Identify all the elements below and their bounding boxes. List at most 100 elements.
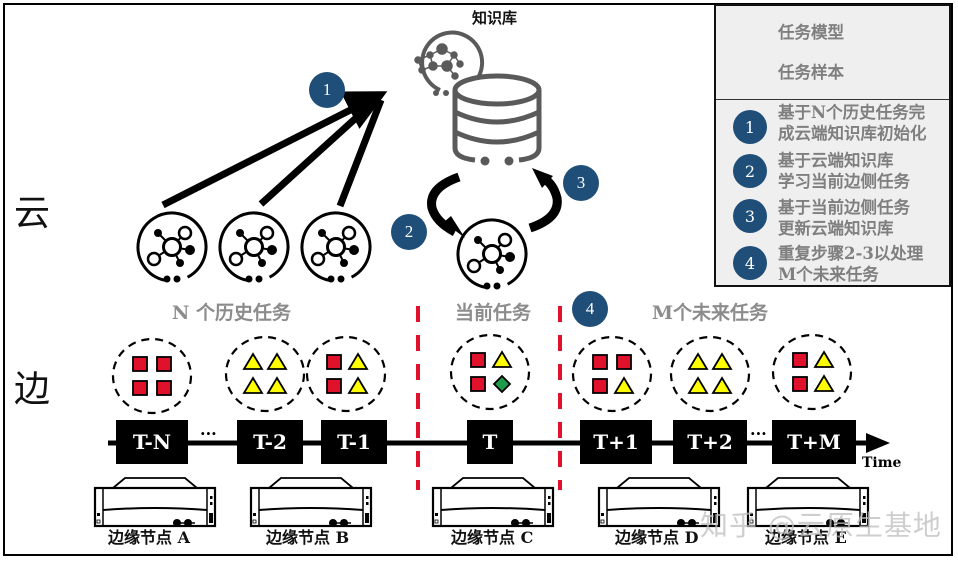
history-tasks-label: N 个历史任务 (172, 302, 291, 324)
time-box-t: T (467, 420, 513, 464)
task-sample-triangle-icon (242, 376, 264, 394)
legend-step-badge-3: 3 (733, 199, 767, 233)
task-sample-cluster-t (449, 333, 531, 411)
task-sample-triangle-icon (711, 376, 733, 394)
step-badge-2: 2 (391, 214, 427, 250)
task-sample-square-icon (592, 354, 608, 370)
cluster-dashed-outline (449, 333, 531, 411)
task-sample-clusters (111, 333, 853, 415)
task-sample-triangle-icon (687, 352, 709, 370)
task-sample-cluster-t-2 (224, 335, 306, 413)
task-sample-triangle-icon (813, 350, 835, 368)
task-model-icon-history-1 (130, 205, 214, 289)
task-sample-triangle-icon (347, 352, 369, 370)
task-sample-triangle-icon (347, 376, 369, 394)
task-sample-square-icon (592, 378, 608, 394)
legend-step-2-line2: 学习当前边侧任务 (778, 172, 910, 191)
task-sample-square-icon (132, 380, 148, 396)
legend-step-badge-2: 2 (733, 154, 767, 188)
current-task-label: 当前任务 (455, 302, 532, 324)
cluster-dashed-outline (305, 335, 387, 413)
legend-step-badge-4: 4 (733, 246, 767, 280)
task-sample-triangle-icon (687, 376, 709, 394)
timeline-arrowhead-icon (866, 433, 890, 453)
task-sample-square-icon (792, 376, 808, 392)
timeline-ellipsis-future: ... (750, 420, 767, 439)
step-badge-3: 3 (563, 165, 599, 201)
time-box-t-plus-2: T+2 (673, 420, 747, 464)
legend-step-4-line1: 重复步骤2-3以处理 (778, 244, 924, 263)
edge-node-label-a: 边缘节点 A (108, 528, 190, 547)
legend-step-1-line2: 成云端知识库初始化 (778, 124, 927, 143)
task-sample-cluster-tplus-m (771, 333, 853, 411)
task-sample-square-icon (326, 378, 342, 394)
task-sample-square-icon (470, 352, 486, 368)
edge-node-label-c: 边缘节点 C (451, 528, 534, 547)
legend-divider (716, 99, 949, 100)
task-sample-square-icon (326, 354, 342, 370)
task-sample-square-icon (156, 356, 172, 372)
legend-step-4-line2: M个未来任务 (778, 265, 879, 284)
cluster-dashed-outline (571, 335, 653, 413)
task-sample-cluster-tplus-1 (571, 335, 653, 413)
cloud-side-label: 云 (14, 193, 51, 234)
edge-side-label: 边 (14, 369, 51, 410)
task-sample-cluster-t-n (111, 337, 193, 415)
diagram-frame (3, 3, 953, 556)
cluster-dashed-outline (669, 335, 751, 413)
legend-panel: 任务模型 任务样本 1 基于N个历史任务完 成云端知识库初始化 2 基于云端知识… (714, 4, 951, 287)
edge-node-label-d: 边缘节点 D (615, 528, 699, 547)
legend-step-1-line1: 基于N个历史任务完 (778, 103, 926, 122)
server-icon-node-b (249, 476, 373, 529)
task-model-icon-current (450, 212, 534, 296)
time-box-t-1: T-1 (321, 420, 387, 464)
task-sample-triangle-icon (491, 350, 513, 368)
timeline-ellipsis-history: ... (200, 420, 217, 439)
edge-node-label-e: 边缘节点 E (765, 528, 847, 547)
server-icon-node-c (431, 476, 555, 529)
time-box-t-plus-1: T+1 (580, 420, 652, 464)
task-sample-cluster-t-1 (305, 335, 387, 413)
task-sample-triangle-icon (266, 376, 288, 394)
arrow-from-model-1 (161, 91, 388, 209)
time-axis-label: Time (862, 455, 902, 471)
cluster-dashed-outline (224, 335, 306, 413)
database-icon (452, 73, 542, 166)
task-sample-square-icon (132, 356, 148, 372)
server-icon-node-a (93, 476, 217, 529)
cluster-dashed-outline (111, 337, 193, 415)
step-badge-1: 1 (309, 72, 345, 108)
time-box-t-plus-m: T+M (772, 420, 856, 464)
edge-node-label-b: 边缘节点 B (266, 528, 350, 547)
cluster-dashed-outline (771, 333, 853, 411)
task-sample-triangle-icon (813, 374, 835, 392)
step2-arrow (427, 172, 465, 238)
task-sample-cluster-tplus-2 (669, 335, 751, 413)
legend-task-sample-label: 任务样本 (778, 63, 844, 82)
knowledge-base-icon (414, 30, 485, 96)
legend-step-3-line2: 更新云端知识库 (778, 219, 894, 238)
task-sample-square-icon (156, 380, 172, 396)
task-model-icon-history-3 (294, 205, 378, 289)
watermark: 知乎 @云原生基地 (700, 509, 942, 542)
time-box-t-n: T-N (116, 420, 188, 464)
task-sample-square-icon (616, 354, 632, 370)
knowledge-base-title: 知识库 (472, 9, 518, 27)
legend-step-badge-1: 1 (733, 110, 767, 144)
task-sample-triangle-icon (711, 352, 733, 370)
step3-arrow (528, 168, 562, 233)
task-sample-square-icon (792, 352, 808, 368)
task-sample-triangle-icon (266, 352, 288, 370)
legend-step-3-line1: 基于当前边侧任务 (778, 198, 910, 217)
legend-task-model-label: 任务模型 (778, 23, 844, 42)
step1-arrows (161, 91, 388, 209)
time-box-t-2: T-2 (237, 420, 303, 464)
task-sample-square-icon (470, 376, 486, 392)
task-sample-diamond-icon (492, 374, 512, 394)
task-model-icon-history-2 (212, 205, 296, 289)
arrow-from-model-3 (336, 98, 385, 208)
future-tasks-label: M个未来任务 (652, 302, 769, 324)
arrow-from-model-2 (258, 95, 381, 207)
